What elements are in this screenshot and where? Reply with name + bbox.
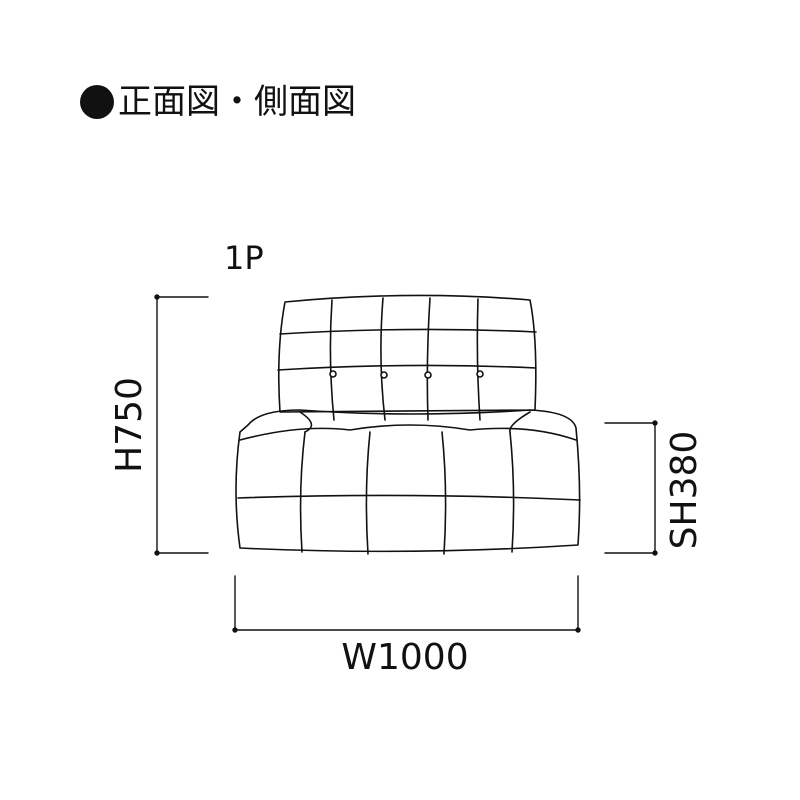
sofa-backrest [277,294,537,421]
width-dimension-label: W1000 [341,637,469,678]
model-label: 1P [224,239,264,277]
title-text: 正面図・側面図 [118,82,356,122]
bullet-icon [80,85,114,119]
dimension-lines [154,294,658,633]
diagram-title: 正面図・側面図 [80,80,356,124]
button-tufts [329,370,484,379]
sofa-seat [235,409,581,555]
